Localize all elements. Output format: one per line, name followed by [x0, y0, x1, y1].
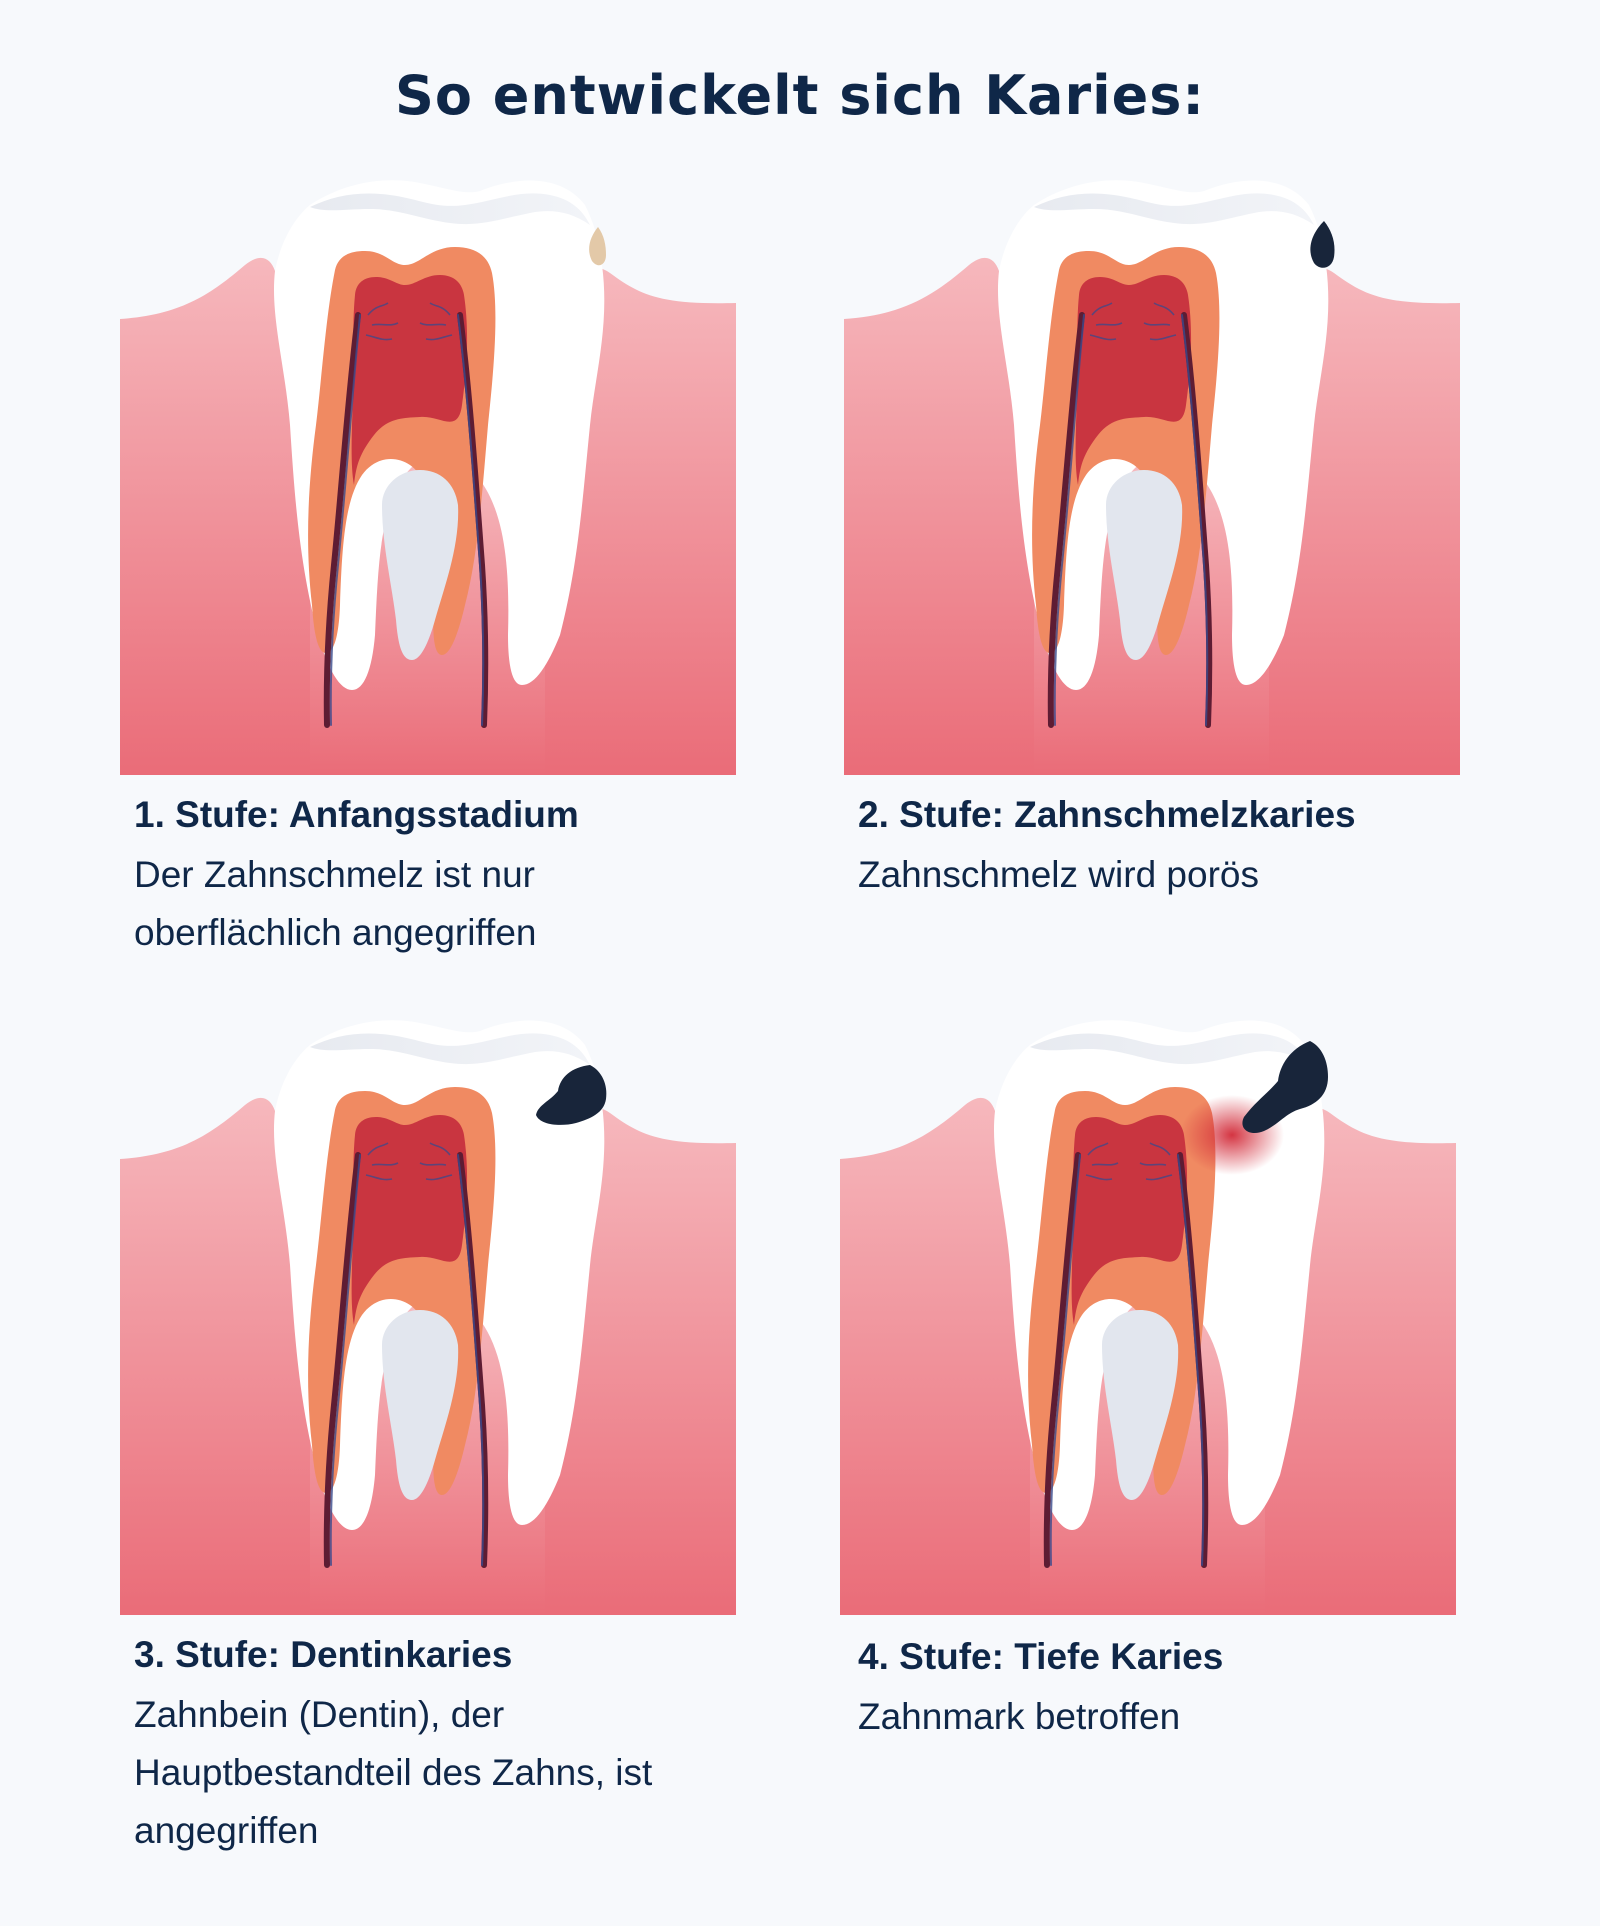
stage-heading: 1. Stufe: Anfangsstadium: [134, 794, 579, 835]
caries-spot: [1310, 221, 1335, 268]
stage-1-illustration: [120, 165, 736, 775]
stage-2-text: 2. Stufe: Zahnschmelzkaries Zahnschmelz …: [858, 790, 1458, 904]
stage-4-text: 4. Stufe: Tiefe Karies Zahnmark betroffe…: [858, 1632, 1458, 1746]
stage-heading: 4. Stufe: Tiefe Karies: [858, 1636, 1224, 1677]
stage-1-text: 1. Stufe: Anfangsstadium Der Zahnschmelz…: [134, 790, 734, 962]
stage-description: Zahnschmelz wird porös: [858, 854, 1259, 895]
stage-heading: 3. Stufe: Dentinkaries: [134, 1634, 513, 1675]
caries-cavity: [536, 1065, 607, 1125]
caries-spot: [589, 227, 606, 266]
page-title: So entwickelt sich Karies:: [395, 64, 1205, 127]
stage-heading: 2. Stufe: Zahnschmelzkaries: [858, 794, 1356, 835]
stage-description: Der Zahnschmelz ist nur oberflächlich an…: [134, 854, 537, 953]
stage-description: Zahnbein (Dentin), der Hauptbestandteil …: [134, 1694, 653, 1851]
stage-4-illustration: [840, 1005, 1456, 1615]
stage-2-illustration: [844, 165, 1460, 775]
stage-description: Zahnmark betroffen: [858, 1696, 1181, 1737]
stage-3-illustration: [120, 1005, 736, 1615]
caries-cavity: [1242, 1041, 1328, 1134]
stage-3-text: 3. Stufe: Dentinkaries Zahnbein (Dentin)…: [134, 1630, 734, 1860]
